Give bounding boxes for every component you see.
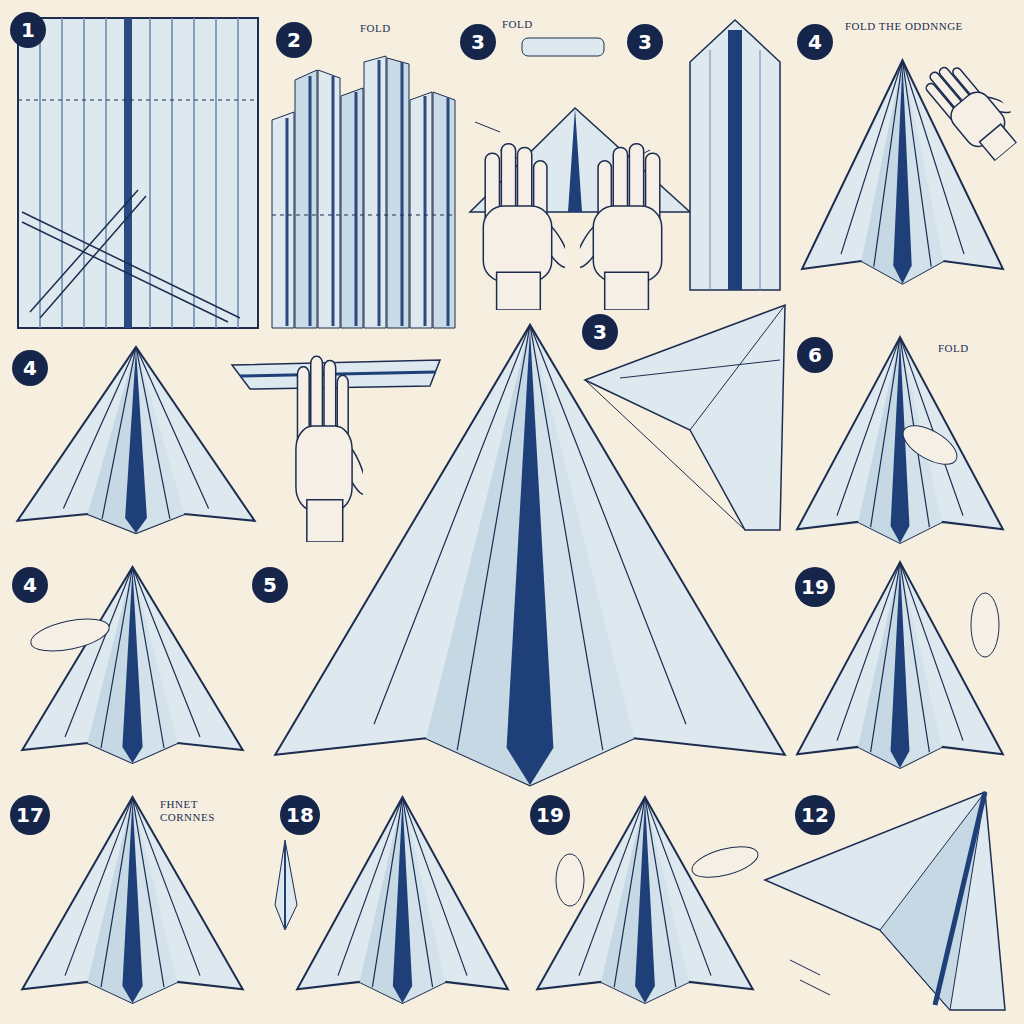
step-badge: 3 xyxy=(460,24,496,60)
callout-number: 3 xyxy=(638,30,652,54)
callout-number: 2 xyxy=(287,28,301,52)
step-badge: 19 xyxy=(795,567,835,607)
callout-number: 4 xyxy=(23,356,37,380)
step-badge: 17 xyxy=(10,795,50,835)
step-badge: 4 xyxy=(797,24,833,60)
callout-number: 5 xyxy=(263,573,277,597)
step-badge: 4 xyxy=(12,350,48,386)
callout-number: 6 xyxy=(808,343,822,367)
step-note: FHNET CORNNES xyxy=(160,798,230,824)
callout-number: 12 xyxy=(801,803,829,827)
step-badge: 18 xyxy=(280,795,320,835)
step-note: FOLD THE ODDNNGE xyxy=(845,20,963,33)
step-note: FOLD xyxy=(938,342,969,355)
callout-number: 1 xyxy=(21,18,35,42)
step-badge: 19 xyxy=(530,795,570,835)
callout-number: 18 xyxy=(286,803,314,827)
callout-number: 19 xyxy=(801,575,829,599)
step-badge: 1 xyxy=(10,12,46,48)
callout-number: 3 xyxy=(593,320,607,344)
step-badge: 3 xyxy=(582,314,618,350)
step-badge: 2 xyxy=(276,22,312,58)
callout-number: 4 xyxy=(808,30,822,54)
step-badge: 6 xyxy=(797,337,833,373)
callout-number: 3 xyxy=(471,30,485,54)
callout-number: 4 xyxy=(23,573,37,597)
step-badge: 3 xyxy=(627,24,663,60)
step-badge: 5 xyxy=(252,567,288,603)
step-badge: 4 xyxy=(12,567,48,603)
step-note: FOLD xyxy=(502,18,533,31)
step-badge: 12 xyxy=(795,795,835,835)
callout-number: 17 xyxy=(16,803,44,827)
callout-number: 19 xyxy=(536,803,564,827)
step-note: FOLD xyxy=(360,22,391,35)
